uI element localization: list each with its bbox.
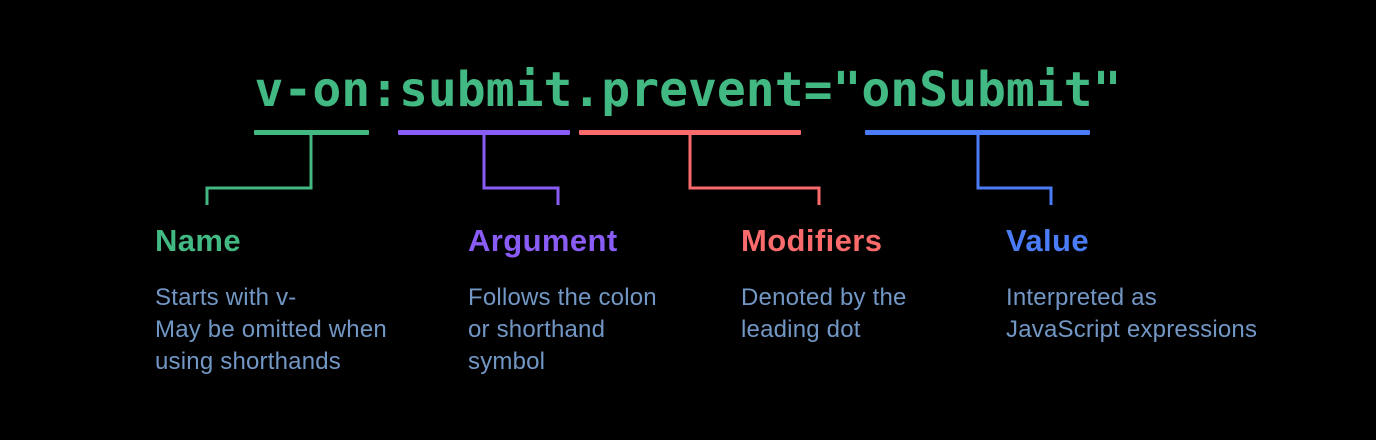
underline-modifiers	[579, 130, 801, 135]
underline-name	[254, 130, 369, 135]
legend-name-description: Starts with v- May be omitted when using…	[155, 284, 387, 375]
legend-argument: Argument Follows the colon or shorthand …	[468, 224, 778, 378]
connector-modifiers	[688, 135, 821, 205]
connector-value	[976, 135, 1053, 205]
legend-name-title: Name	[155, 223, 242, 258]
legend-name: Name Starts with v- May be omitted when …	[155, 224, 465, 378]
connector-name	[205, 135, 313, 205]
legend-modifiers-description: Denoted by the leading dot	[741, 284, 907, 343]
legend-value-description: Interpreted as JavaScript expressions	[1006, 284, 1258, 343]
directive-code-text: v-on:submit.prevent="onSubmit"	[254, 62, 1122, 118]
legend-value: Value Interpreted as JavaScript expressi…	[1006, 224, 1316, 346]
connector-argument	[482, 135, 560, 205]
legend-modifiers: Modifiers Denoted by the leading dot	[741, 224, 1051, 346]
underline-argument	[398, 130, 570, 135]
legend-modifiers-title: Modifiers	[741, 223, 883, 258]
legend-argument-title: Argument	[468, 223, 618, 258]
underline-value	[865, 130, 1090, 135]
legend-argument-description: Follows the colon or shorthand symbol	[468, 284, 657, 375]
legend-value-title: Value	[1006, 223, 1089, 258]
